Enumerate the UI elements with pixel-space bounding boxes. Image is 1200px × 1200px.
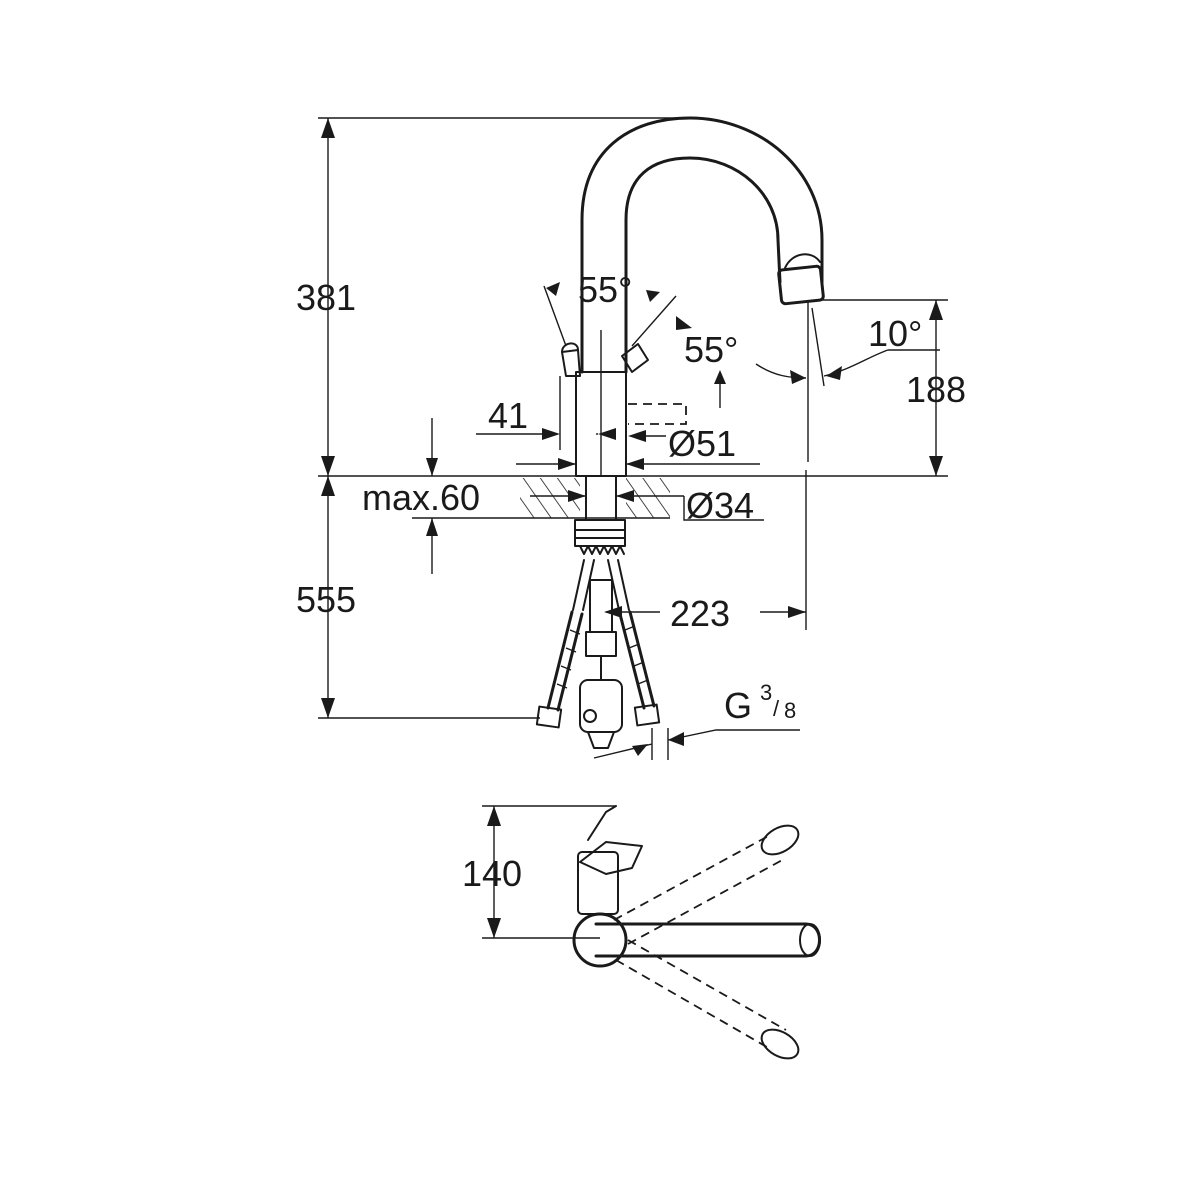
label-thread-denominator: 8 <box>784 698 796 723</box>
label-140: 140 <box>462 853 522 894</box>
label-41: 41 <box>488 395 528 436</box>
lever-right <box>621 343 649 373</box>
label-381: 381 <box>296 277 356 318</box>
label-thread-slash: / <box>773 696 780 721</box>
label-thread-numerator: 3 <box>760 680 772 705</box>
top-view-spout-rotations <box>613 824 800 1060</box>
countertop-section <box>520 478 670 519</box>
label-55-left: 55° <box>578 269 632 310</box>
mounting-shank <box>585 475 617 521</box>
dim-max-60 <box>412 418 520 574</box>
label-diameter-51: Ø51 <box>668 423 736 464</box>
side-view <box>318 116 948 760</box>
label-223: 223 <box>670 593 730 634</box>
label-55-right: 55° <box>684 329 738 370</box>
label-max-60: max.60 <box>362 477 480 518</box>
label-10: 10° <box>868 313 922 354</box>
dim-381-555 <box>318 117 948 719</box>
supply-hoses <box>535 559 661 729</box>
angle-55-right-marker <box>714 370 726 408</box>
pullout-hose-weight <box>579 579 623 749</box>
dim-thread-g38 <box>593 728 800 760</box>
angle-10-marker <box>755 300 940 462</box>
spout <box>580 116 825 374</box>
label-diameter-34: Ø34 <box>686 485 754 526</box>
lever-forward-dashed <box>628 403 687 425</box>
angle-55-left-marker <box>543 282 692 347</box>
dim-223 <box>604 470 807 630</box>
top-view-body <box>572 805 643 968</box>
dim-diameter-34 <box>530 490 764 521</box>
top-view <box>482 805 821 1060</box>
dim-188 <box>822 299 948 476</box>
label-188: 188 <box>906 369 966 410</box>
lever-left <box>561 342 581 377</box>
dim-diameter-51 <box>516 430 760 470</box>
label-555: 555 <box>296 579 356 620</box>
mounting-nut <box>574 519 626 555</box>
top-view-spout <box>594 922 821 958</box>
dim-41 <box>476 376 616 450</box>
label-thread-g: G <box>724 685 752 726</box>
